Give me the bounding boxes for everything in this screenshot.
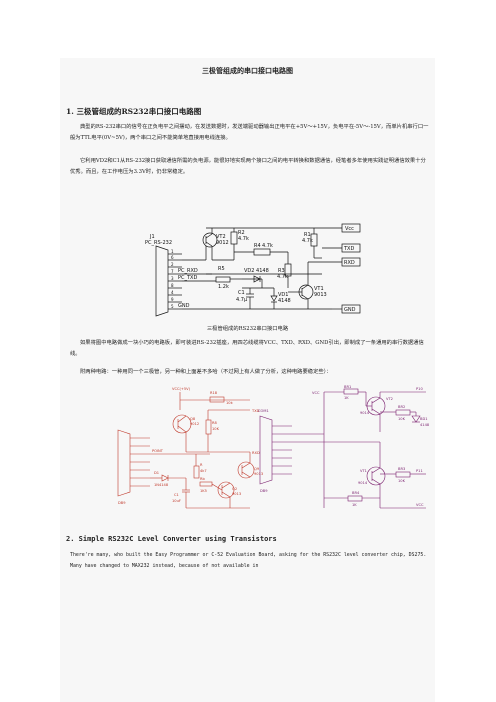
d1-type-label: 1N4148 bbox=[154, 483, 169, 487]
gnd-out-label: GND bbox=[344, 307, 356, 313]
paragraph-1-text: 典型的RS-232串口的信号在正负电平之间摆动，在发送数据时，发送端驱动器输出正… bbox=[70, 124, 429, 141]
c1-value: 4.7μ bbox=[236, 297, 248, 303]
circuit-diagram-2: VCC(+5V) R18 10k Q8 9012 R8 10K TXD RXD … bbox=[117, 387, 263, 509]
txd-label: TXD bbox=[251, 409, 260, 413]
br1-label: BR1 bbox=[344, 385, 351, 389]
br3-value: 10K bbox=[398, 479, 406, 483]
r8-label: R8 bbox=[212, 421, 217, 425]
paragraph-4-text: 附两种电路：一种用同一个三极管，另一种和上面差不多哈（不过网上有人做了分析，这种… bbox=[80, 369, 332, 375]
rb-value: 1K5 bbox=[200, 489, 207, 493]
rb-label: Rb bbox=[200, 477, 205, 481]
paragraph-2-text: 它利用VD2和C1从RS-232接口获取通信所需的负电源，能很好地实现两个接口之… bbox=[70, 158, 426, 175]
db9-label: DB9 bbox=[260, 489, 268, 493]
r8-value: 10K bbox=[212, 427, 220, 431]
section-heading-1: 1. 三极管组成的RS232串口接口电路图 bbox=[66, 107, 202, 116]
r3-value: 4.7k bbox=[277, 274, 288, 280]
circuit-diagram-1: J1 PC_RS-232 1 6 2 7 3 8 4 9 5 PC_RXD PC… bbox=[145, 223, 361, 317]
q9-label: Q9 bbox=[254, 467, 260, 471]
paragraph-1: 典型的RS-232串口的信号在正负电平之间摆动，在发送数据时，发送端驱动器输出正… bbox=[70, 122, 430, 144]
r4-value: 4.7k bbox=[262, 243, 273, 249]
r18-label: R18 bbox=[210, 391, 218, 395]
vcc2-label: VCC bbox=[416, 503, 424, 507]
vcc-label: VCC bbox=[312, 391, 320, 395]
pin-label: 5 bbox=[171, 304, 174, 309]
q2-type-label: 9013 bbox=[232, 492, 241, 496]
r2-label: R2 bbox=[238, 230, 245, 236]
english-paragraph-text: There're many, who built the Easy Progra… bbox=[70, 552, 427, 569]
rxd-label: RXD bbox=[252, 451, 260, 455]
br4-label: BR4 bbox=[352, 491, 360, 495]
vd2-label: VD2 4148 bbox=[244, 268, 269, 274]
vt1-type-label: 9014 bbox=[358, 481, 368, 485]
r-label: R bbox=[200, 463, 203, 467]
vt1-label: VT1 bbox=[314, 286, 324, 292]
q2-label: Q2 bbox=[232, 487, 237, 491]
p11-label: P11 bbox=[416, 469, 423, 473]
pin-label: 6 bbox=[171, 255, 174, 260]
pin-label: 9 bbox=[171, 297, 174, 302]
q8-type-label: 9012 bbox=[190, 422, 199, 426]
vt2-type-label: 9014 bbox=[360, 411, 370, 415]
english-paragraph: There're many, who built the Easy Progra… bbox=[70, 550, 430, 572]
vt2-type-label: 9012 bbox=[216, 240, 229, 246]
txd-label: TXD bbox=[343, 246, 354, 252]
r-value: 4k7 bbox=[200, 469, 207, 473]
com1-label: COM1 bbox=[258, 409, 269, 413]
gnd-label: GND bbox=[178, 303, 190, 309]
pin-label: 8 bbox=[171, 283, 174, 288]
vt1-type-label: 9013 bbox=[314, 292, 327, 298]
r1-label: R1 bbox=[304, 232, 311, 238]
q9-type-label: 9013 bbox=[254, 472, 263, 476]
section-heading-2: 2. Simple RS232C Level Converter using T… bbox=[66, 535, 277, 543]
d1-label: D1 bbox=[154, 471, 159, 475]
vt2-label: VT2 bbox=[216, 234, 226, 240]
page-title: 三极管组成的串口接口电路图 bbox=[202, 66, 293, 75]
vd1-type-label: 4148 bbox=[278, 298, 291, 304]
q8-label: Q8 bbox=[190, 417, 196, 421]
pin-label: 2 bbox=[171, 262, 174, 267]
r1-value: 4.7k bbox=[302, 238, 313, 244]
j1-label: J1 bbox=[149, 234, 155, 240]
c1-value: 10uF bbox=[172, 499, 181, 503]
circuit-diagram-3: VCC BR1 1K VT2 9014 BR2 10K BD1 4148 P10… bbox=[258, 385, 430, 509]
r5-label: R5 bbox=[218, 266, 225, 272]
paragraph-4: 附两种电路：一种用同一个三极管，另一种和上面差不多哈（不过网上有人做了分析，这种… bbox=[70, 367, 430, 378]
br2-label: BR2 bbox=[398, 405, 405, 409]
br1-value: 1K bbox=[344, 396, 349, 400]
br3-label: BR3 bbox=[398, 467, 405, 471]
db9-label: DB9 bbox=[118, 501, 126, 505]
rxd-label: RXD bbox=[344, 260, 355, 266]
vcc-label: Vcc bbox=[345, 226, 354, 232]
p10-label: P10 bbox=[416, 387, 423, 391]
pin-label: 4 bbox=[171, 290, 174, 295]
point-label: POINT bbox=[152, 449, 164, 453]
figure-caption: 三极管组成的RS232串口接口电路 bbox=[206, 326, 289, 332]
j1-name-label: PC_RS-232 bbox=[145, 240, 172, 246]
vt2-label: VT2 bbox=[386, 397, 393, 401]
db9-connector-shape bbox=[155, 245, 169, 317]
document-page: 三极管组成的串口接口电路图 1. 三极管组成的RS232串口接口电路图 典型的R… bbox=[60, 58, 435, 702]
paragraph-3: 如果将图中电路做成一块小巧的电路板，即可装进RS-232插座，用四芯线缆将VCC… bbox=[70, 338, 430, 360]
r3-label: R3 bbox=[278, 268, 285, 274]
bd1-label: BD1 bbox=[420, 417, 428, 421]
br4-value: 1K bbox=[352, 503, 357, 507]
bd1-type-label: 4148 bbox=[420, 423, 430, 427]
pc-rxd-label: PC_RXD bbox=[178, 268, 198, 274]
paragraph-3-text: 如果将图中电路做成一块小巧的电路板，即可装进RS-232插座，用四芯线缆将VCC… bbox=[70, 340, 424, 357]
r2-value: 4.7k bbox=[238, 236, 249, 242]
pin-label: 3 bbox=[171, 276, 174, 281]
br2-value: 10K bbox=[398, 417, 406, 421]
c1-label: C1 bbox=[174, 493, 179, 497]
vd1-label: VD1 bbox=[278, 292, 288, 298]
pin-label: 1 bbox=[171, 249, 174, 254]
c1-label: C1 bbox=[238, 290, 245, 296]
r5-value: 1.2k bbox=[218, 284, 229, 290]
pc-txd-label: PC_TXD bbox=[178, 275, 197, 281]
pin-label: 7 bbox=[171, 269, 174, 274]
r4-label: R4 bbox=[254, 243, 261, 249]
vt1-label: VT1 bbox=[360, 469, 367, 473]
vcc-label: VCC(+5V) bbox=[172, 387, 191, 391]
r18-value: 10k bbox=[226, 401, 234, 405]
paragraph-2: 它利用VD2和C1从RS-232接口获取通信所需的负电源，能很好地实现两个接口之… bbox=[70, 156, 430, 178]
